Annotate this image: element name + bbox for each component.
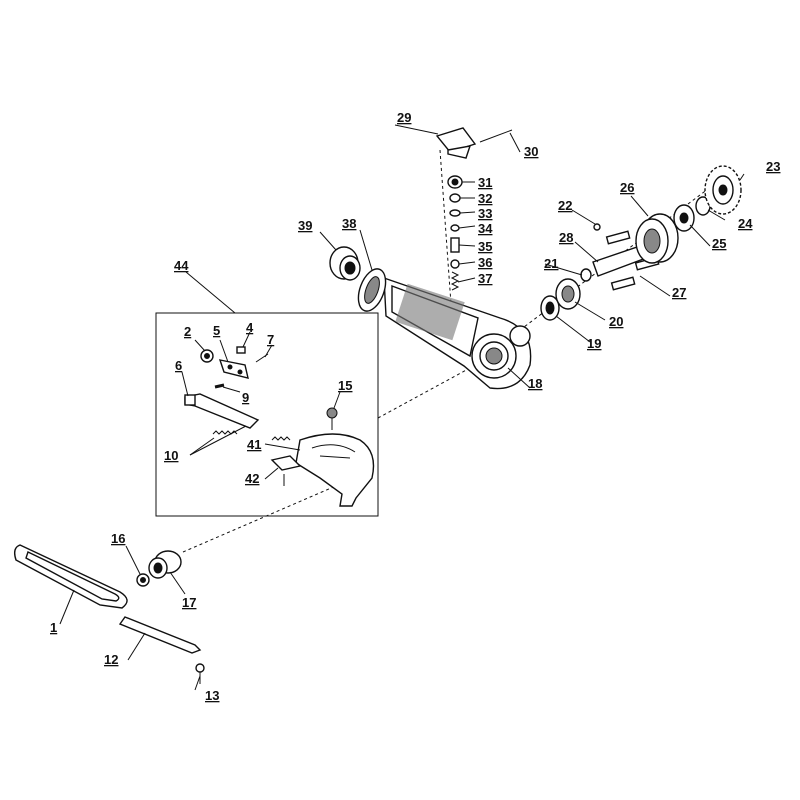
label-15: 15 [338, 378, 352, 393]
label-12: 12 [104, 652, 118, 667]
label-9: 9 [242, 390, 249, 405]
part-37-spring [450, 271, 460, 291]
part-20-gear [555, 278, 581, 310]
part-35-sleeve [450, 237, 460, 253]
label-5: 5 [213, 323, 220, 338]
part-41-lever-housing [295, 433, 375, 507]
part-4-pin [236, 346, 246, 354]
label-20: 20 [609, 314, 623, 329]
label-22: 22 [558, 198, 572, 213]
part-34-oring [450, 224, 460, 232]
part-15-screw [326, 407, 338, 430]
part-31-bushing [447, 175, 463, 189]
part-36-ball [450, 259, 460, 269]
label-44: 44 [174, 258, 189, 273]
part-6-shaft [184, 393, 260, 429]
label-4: 4 [246, 320, 254, 335]
label-19: 19 [587, 336, 601, 351]
label-10: 10 [164, 448, 178, 463]
part-1-belt [13, 544, 128, 609]
part-21-ring [580, 268, 592, 282]
label-31: 31 [478, 175, 492, 190]
part-42-plate [270, 455, 302, 486]
label-7: 7 [267, 332, 274, 347]
label-36: 36 [478, 255, 492, 270]
label-18: 18 [528, 376, 542, 391]
part-16-nut [136, 573, 150, 587]
label-34: 34 [478, 221, 493, 236]
label-16: 16 [111, 531, 125, 546]
leader-lines [59, 124, 745, 691]
label-26: 26 [620, 180, 634, 195]
label-1: 1 [50, 620, 57, 635]
part-10-springs [212, 430, 291, 441]
part-18-housing [383, 276, 532, 390]
part-17-wheel [148, 550, 182, 579]
label-25: 25 [712, 236, 726, 251]
label-38: 38 [342, 216, 356, 231]
label-28: 28 [559, 230, 573, 245]
part-33-oring [449, 209, 461, 217]
part-19-bearing [540, 295, 560, 321]
part-13-screw [195, 663, 205, 684]
label-32: 32 [478, 191, 492, 206]
label-24: 24 [738, 216, 753, 231]
label-37: 37 [478, 271, 492, 286]
label-35: 35 [478, 239, 492, 254]
part-29-valve [435, 127, 477, 159]
label-39: 39 [298, 218, 312, 233]
part-12-arm [118, 616, 202, 654]
label-41: 41 [247, 437, 261, 452]
label-29: 29 [397, 110, 411, 125]
label-13: 13 [205, 688, 219, 703]
part-25-plate [673, 204, 695, 232]
part-23-gear [704, 165, 742, 215]
label-21: 21 [544, 256, 558, 271]
label-6: 6 [175, 358, 182, 373]
part-22-pin [593, 223, 601, 231]
label-42: 42 [245, 471, 259, 486]
part-26-cylinder [635, 213, 679, 264]
part-9-screw [214, 383, 225, 389]
part-39-cap [329, 246, 361, 281]
label-27: 27 [672, 285, 686, 300]
part-38-plate [357, 268, 387, 312]
label-30: 30 [524, 144, 538, 159]
part-32-washer [449, 193, 461, 203]
part-5-bracket [218, 359, 249, 379]
label-33: 33 [478, 206, 492, 221]
label-2: 2 [184, 324, 191, 339]
label-23: 23 [766, 159, 780, 174]
label-17: 17 [182, 595, 196, 610]
part-2-knob [200, 349, 214, 363]
part-30-pin [479, 129, 513, 143]
